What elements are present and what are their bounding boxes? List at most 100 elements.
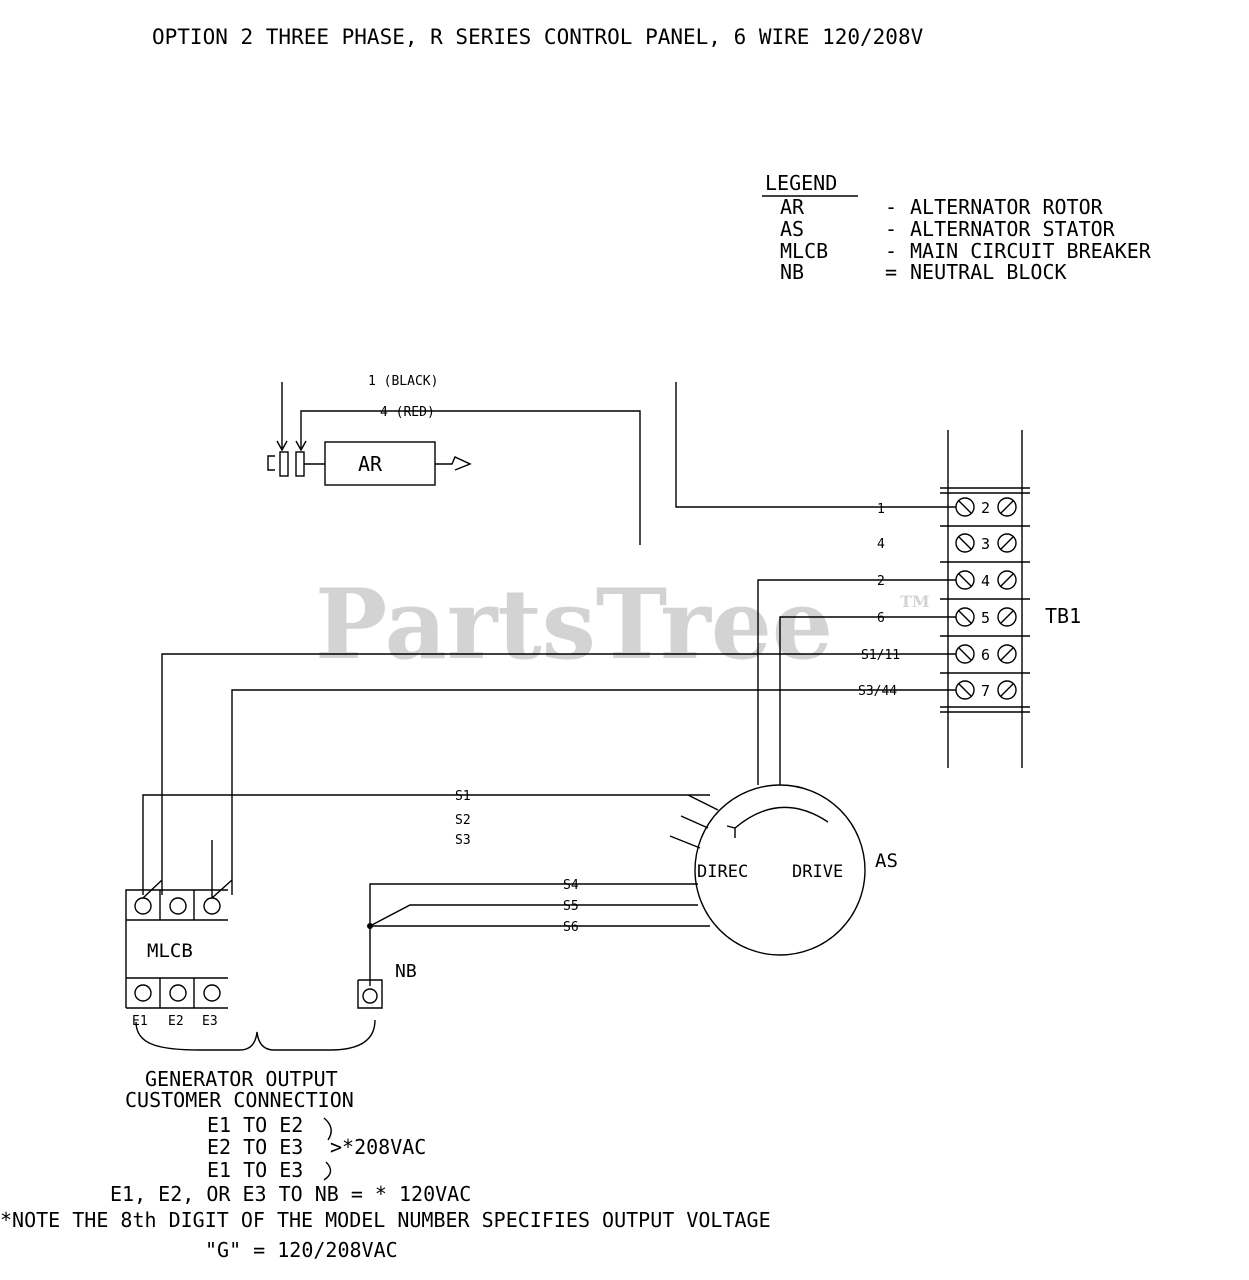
wire-label-1: 1 <box>877 502 885 517</box>
tb1-label: TB1 <box>1045 604 1081 628</box>
screw-right <box>997 533 1017 553</box>
screw-right <box>997 607 1017 627</box>
terminal-number: 5 <box>981 609 990 627</box>
brush-arrow-red <box>295 440 307 452</box>
screw-slot <box>1000 647 1014 661</box>
legend-code-as: AS <box>780 217 804 241</box>
wire-label-s1: S1 <box>455 789 471 804</box>
terminal-number: 6 <box>981 646 990 664</box>
screw-slot <box>1000 683 1014 697</box>
legend-sep-mlcb: - <box>885 239 897 263</box>
diagram-title: OPTION 2 THREE PHASE, R SERIES CONTROL P… <box>152 25 924 49</box>
main-circuit-breaker: MLCB E1 E2 E3 <box>125 840 233 1029</box>
lead-tick <box>687 794 719 811</box>
neutral-block: NB <box>357 961 417 1009</box>
wire-s4 <box>369 883 698 926</box>
wire-label-s4: S4 <box>563 878 579 893</box>
screw-right <box>997 497 1017 517</box>
wire-s5 <box>369 904 698 927</box>
mlcb-lead <box>142 879 163 899</box>
wire-label-s3: S3 <box>455 833 471 848</box>
output-title-line2: CUSTOMER CONNECTION <box>125 1088 354 1112</box>
terminal-number: 4 <box>981 572 990 590</box>
slip-ring-1 <box>279 451 289 477</box>
screw-slot <box>958 500 972 514</box>
lead-tick <box>680 815 709 829</box>
legend-code-nb: NB <box>780 260 804 284</box>
legend-sep-nb: = <box>885 260 897 284</box>
legend-desc-ar: ALTERNATOR ROTOR <box>910 195 1104 219</box>
watermark: PartsTree <box>315 568 833 681</box>
terminal-block-tb1: 2 3 4 5 6 7 TB1 <box>940 430 1081 768</box>
screw-right <box>997 644 1017 664</box>
output-note: *NOTE THE 8th DIGIT OF THE MODEL NUMBER … <box>0 1208 771 1232</box>
wire-6 <box>779 616 956 785</box>
terminal-e1: E1 <box>132 1014 148 1029</box>
wire-red-run <box>300 410 641 545</box>
nb-terminal <box>362 988 378 1004</box>
output-title-line1: GENERATOR OUTPUT <box>145 1067 338 1091</box>
rotor-label: AR <box>358 452 383 476</box>
stator-text-right: DRIVE <box>792 862 843 882</box>
legend-desc-mlcb: MAIN CIRCUIT BREAKER <box>910 239 1152 263</box>
watermark-tm: TM <box>900 592 930 611</box>
mlcb-load-terminal <box>203 984 221 1002</box>
screw-slot <box>1000 536 1014 550</box>
mlcb-line-terminal <box>169 897 187 915</box>
slip-ring-end <box>267 455 275 471</box>
wire-s1 <box>142 794 710 895</box>
output-brace <box>135 1019 376 1051</box>
wire-1 <box>675 382 956 508</box>
wire-label-s6: S6 <box>563 920 579 935</box>
stator-leads: S1 S2 S3 S4 S5 S6 <box>142 789 710 986</box>
output-pair-voltage: >*208VAC <box>330 1135 426 1159</box>
tb1-wiring: 1 4 2 6 S1/11 S3/44 <box>161 382 956 895</box>
terminal-number: 3 <box>981 535 990 553</box>
mlcb-line-terminal <box>203 897 221 915</box>
output-notes: GENERATOR OUTPUT CUSTOMER CONNECTION E1 … <box>0 1067 771 1262</box>
output-pair-e2-e3: E2 TO E3 <box>207 1135 303 1159</box>
screw-slot <box>958 647 972 661</box>
wire-label-black: 1 (BLACK) <box>368 374 438 389</box>
alternator-rotor: 1 (BLACK) 4 (RED) AR <box>267 374 641 545</box>
screw-right <box>997 680 1017 700</box>
wire-s3-44 <box>231 689 956 895</box>
wire-label-2: 2 <box>877 574 885 589</box>
wire-label-s3-44: S3/44 <box>858 684 897 699</box>
terminal-e3: E3 <box>202 1014 218 1029</box>
brush-arrow-black <box>276 440 288 452</box>
stator-text-left: DIREC <box>697 862 748 882</box>
wire-label-s5: S5 <box>563 899 579 914</box>
wire-label-s2: S2 <box>455 813 471 828</box>
legend-sep-ar: - <box>885 195 897 219</box>
terminal-e2: E2 <box>168 1014 184 1029</box>
legend-code-mlcb: MLCB <box>780 239 828 263</box>
terminal-number: 7 <box>981 682 990 700</box>
screw-slot <box>1000 610 1014 624</box>
wire-label-s1-11: S1/11 <box>861 648 900 663</box>
stator-circle <box>694 784 866 956</box>
legend-desc-as: ALTERNATOR STATOR <box>910 217 1116 241</box>
output-code-line: "G" = 120/208VAC <box>205 1238 398 1262</box>
mlcb-line-terminal <box>134 897 152 915</box>
mlcb-load-terminal <box>169 984 187 1002</box>
screw-left <box>955 533 975 553</box>
mlcb-lead <box>211 879 233 899</box>
screw-slot <box>958 536 972 550</box>
pair-brace-top <box>323 1117 332 1141</box>
screw-right <box>997 570 1017 590</box>
screw-slot <box>958 610 972 624</box>
stator-label: AS <box>875 850 898 872</box>
legend-code-ar: AR <box>780 195 805 219</box>
mlcb-label: MLCB <box>147 940 193 962</box>
nb-label: NB <box>395 961 417 982</box>
legend-desc-nb: NEUTRAL BLOCK <box>910 260 1067 284</box>
output-neutral-line: E1, E2, OR E3 TO NB = * 120VAC <box>110 1182 471 1206</box>
screw-slot <box>958 573 972 587</box>
slip-ring-2 <box>295 451 305 477</box>
legend-heading: LEGEND <box>765 171 837 195</box>
wire-label-6: 6 <box>877 611 885 626</box>
nb-box <box>357 979 383 1009</box>
